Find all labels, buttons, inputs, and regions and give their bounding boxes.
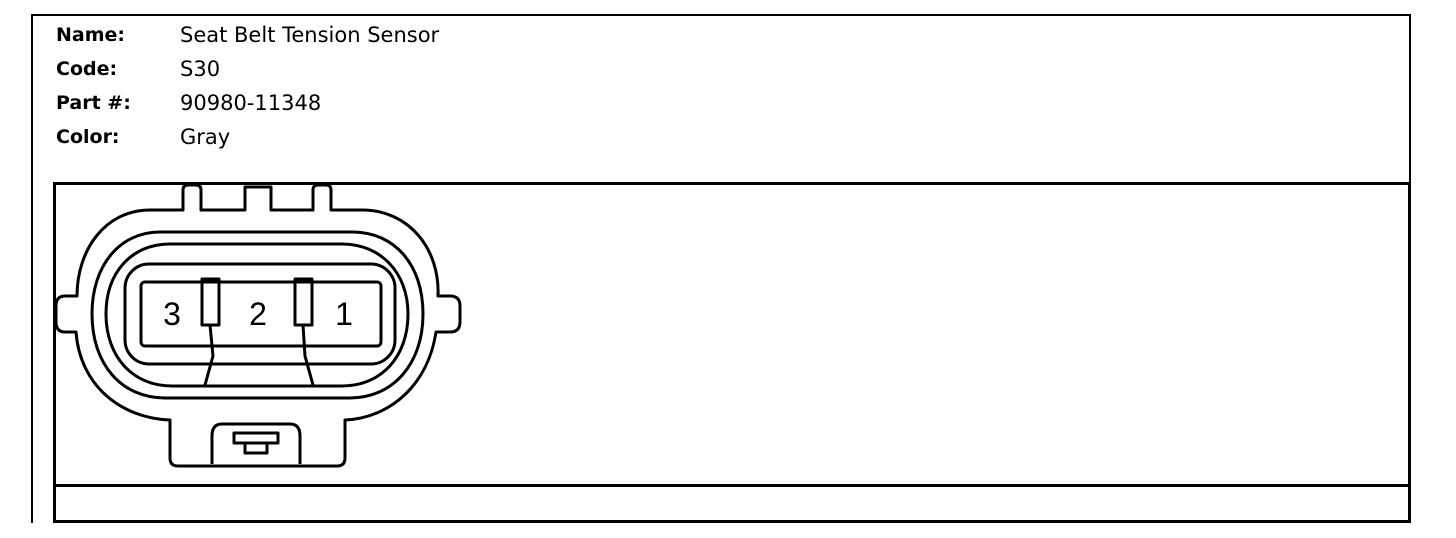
pin-number-2: 2	[249, 296, 267, 332]
cavity-outer	[123, 262, 397, 366]
terminal-lead-right	[301, 324, 315, 386]
pin-number-1: 1	[335, 296, 353, 332]
part-label: Part #:	[56, 92, 131, 114]
code-value: S30	[180, 57, 221, 81]
terminal-lead-left	[203, 324, 215, 386]
color-label: Color:	[56, 126, 120, 148]
bottom-lock-tab-inner	[243, 441, 269, 455]
terminal-tab-right	[293, 277, 314, 327]
part-value: 90980-11348	[180, 91, 322, 115]
code-label: Code:	[56, 58, 118, 80]
connector-seal-ring	[104, 242, 410, 388]
name-value: Seat Belt Tension Sensor	[180, 23, 440, 47]
bottom-strip	[53, 484, 1411, 523]
cavity-inner	[139, 280, 383, 348]
terminal-tab-left	[200, 277, 221, 327]
pin-number-3: 3	[163, 296, 181, 332]
connector-housing-outline	[54, 183, 462, 468]
color-value: Gray	[180, 125, 231, 149]
connector-inner-ring	[90, 230, 425, 400]
bottom-lock-frame	[210, 422, 302, 464]
name-label: Name:	[56, 24, 126, 46]
